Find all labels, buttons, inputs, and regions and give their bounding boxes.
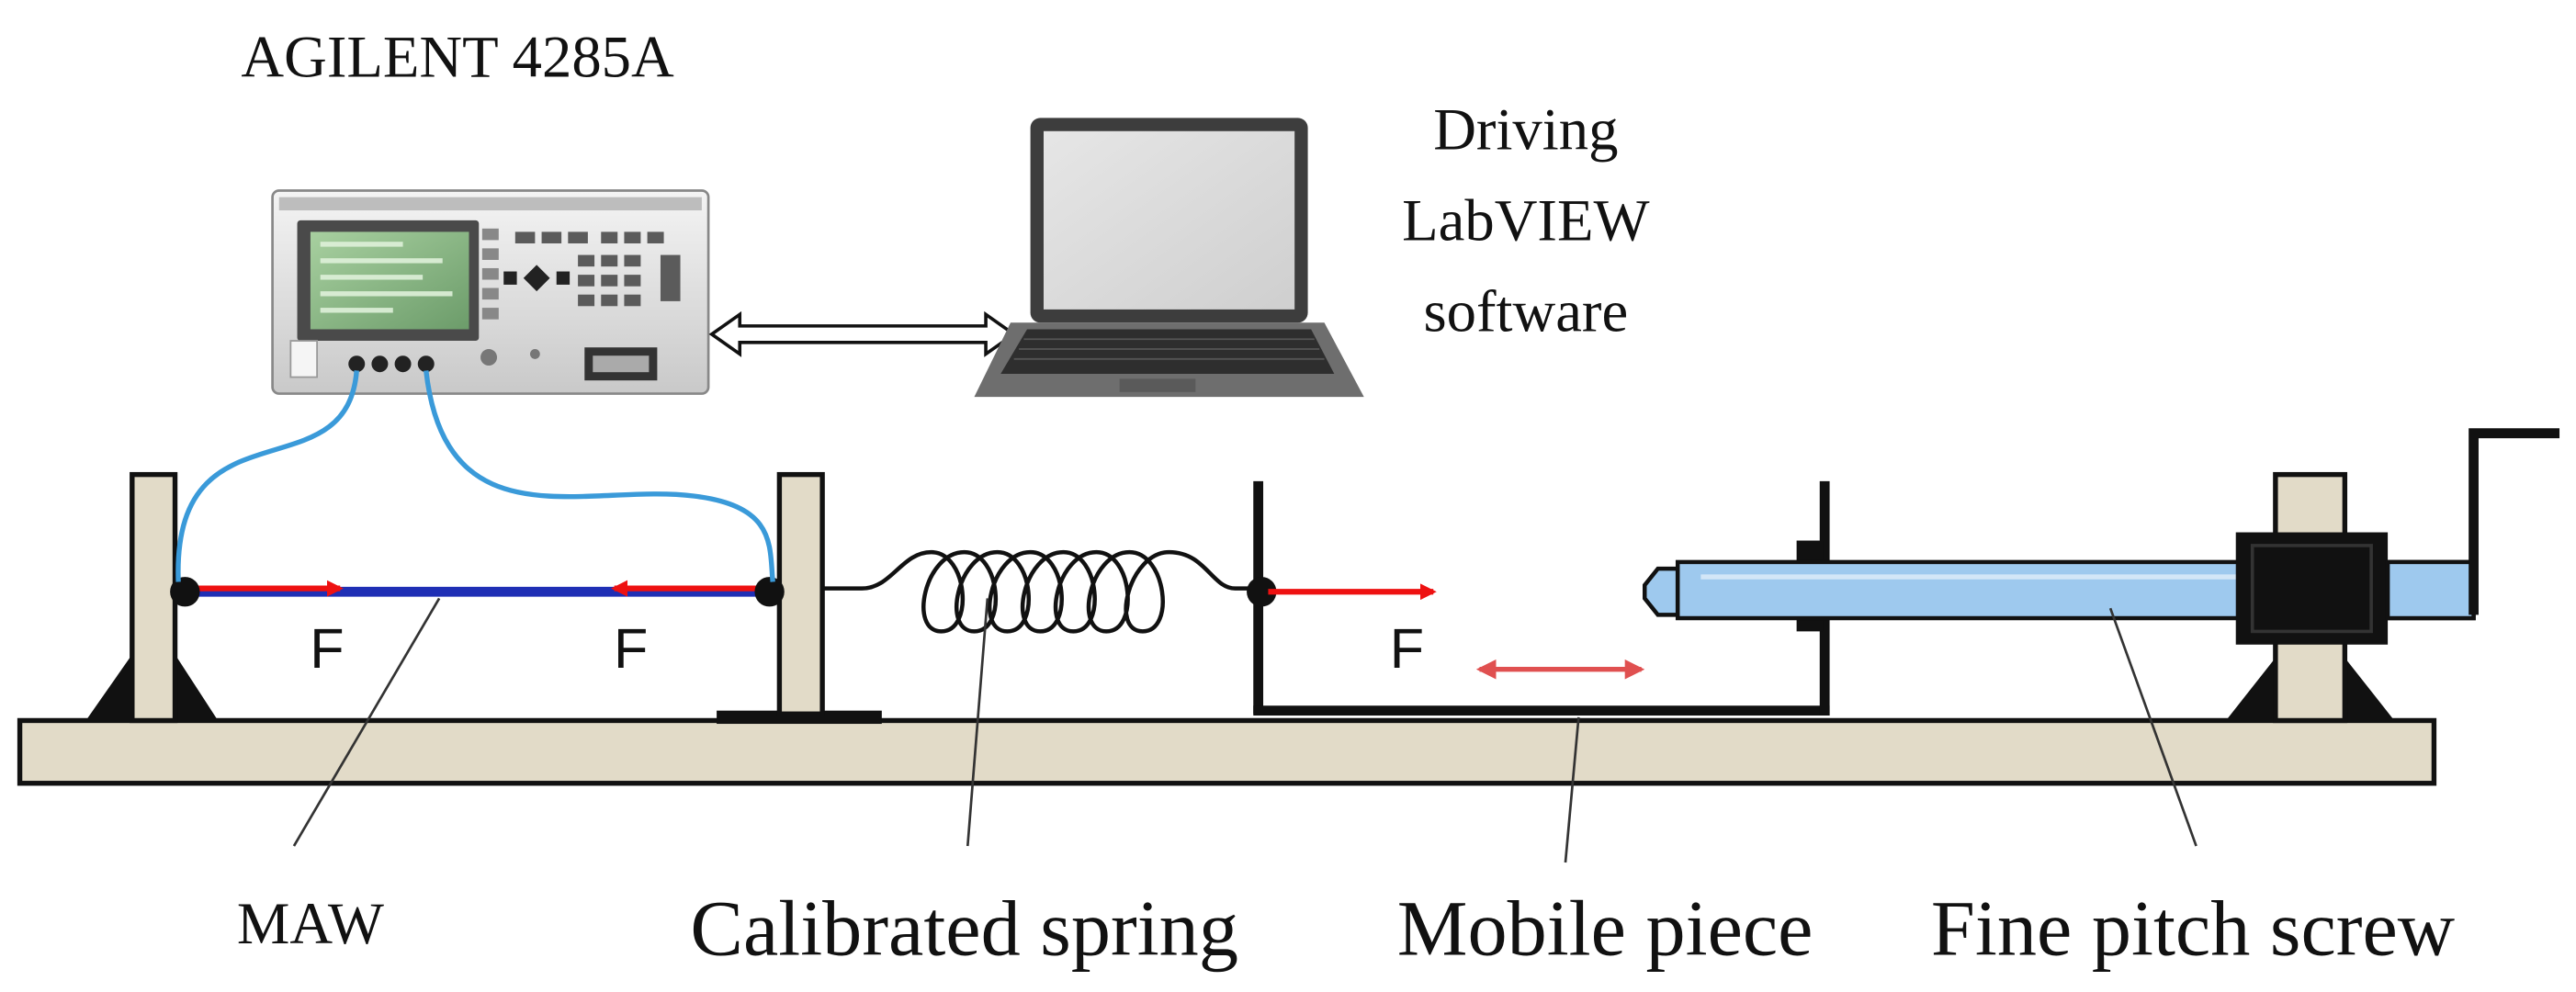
laptop-icon: [974, 118, 1364, 398]
mobile-label: Mobile piece: [1397, 885, 1813, 973]
calibrated-spring: [822, 549, 1259, 634]
crank-handle: [2469, 428, 2560, 615]
instrument-label: AGILENT 4285A: [241, 23, 674, 89]
software-label-line1: Driving: [1433, 96, 1618, 163]
software-label-line3: software: [1423, 277, 1628, 344]
lcr-meter-icon: [271, 189, 710, 395]
pointer-mobile: [1564, 716, 1580, 863]
data-link-arrow: [708, 310, 1017, 357]
middle-support: [717, 471, 882, 725]
cable-left: [175, 370, 359, 582]
force-label-middle: F: [614, 617, 648, 680]
spring-label: Calibrated spring: [690, 885, 1238, 973]
clamp-mobile: [1247, 577, 1277, 607]
cable-right: [424, 370, 775, 582]
right-support: [2225, 471, 2395, 724]
clamp-left: [170, 577, 200, 607]
force-label-right: F: [1390, 617, 1424, 680]
force-label-left: F: [310, 617, 344, 680]
base-rail: [17, 717, 2437, 786]
screw-shaft-right: [2385, 559, 2476, 621]
pointer-spring: [966, 598, 989, 847]
software-label-line2: LabVIEW: [1402, 186, 1649, 253]
clamp-middle: [754, 577, 785, 607]
screw-label: Fine pitch screw: [1931, 885, 2455, 973]
maw-label: MAW: [237, 890, 384, 956]
pointer-maw: [292, 597, 441, 847]
pointer-screw: [2108, 607, 2198, 847]
